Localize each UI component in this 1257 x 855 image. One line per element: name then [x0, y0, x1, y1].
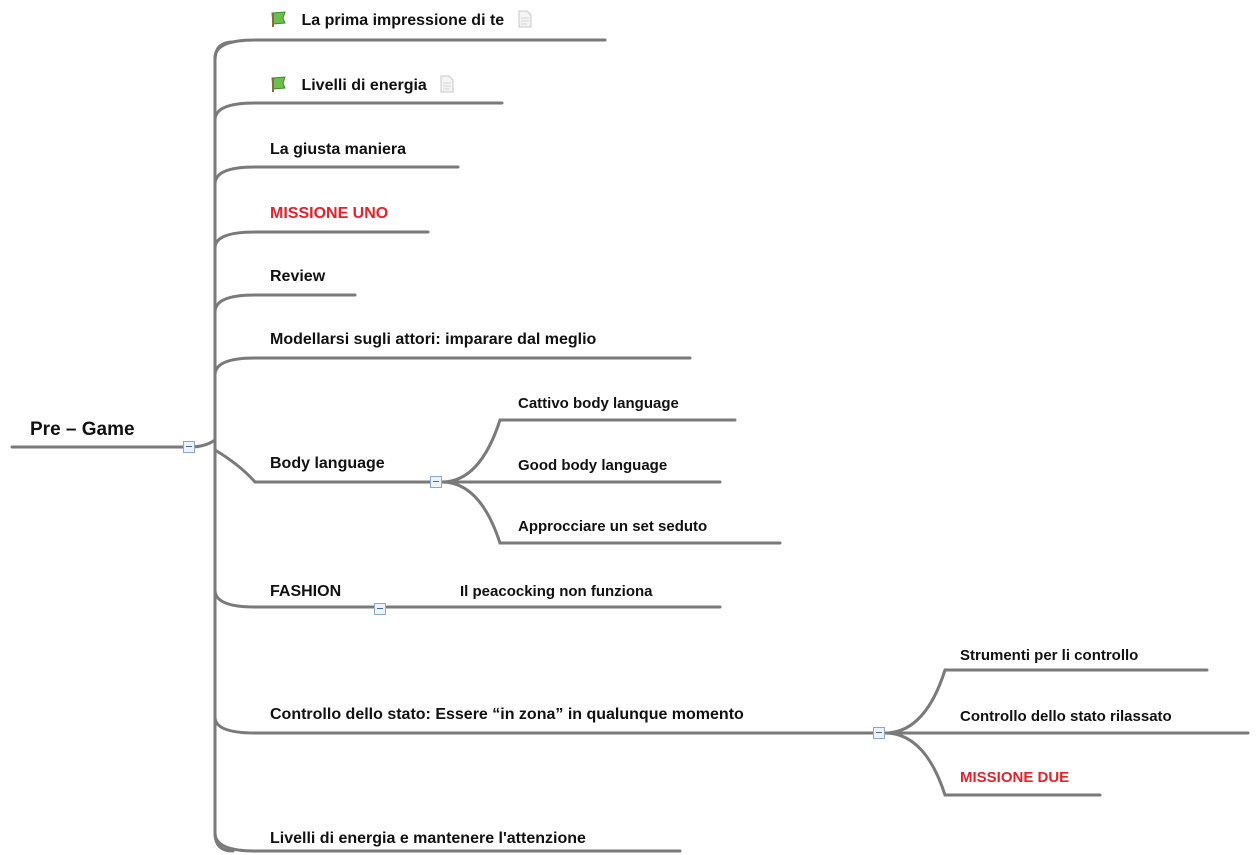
root-topic[interactable]: Pre – Game: [30, 419, 135, 441]
topic-label: Review: [270, 268, 326, 285]
topic-prima-impressione[interactable]: La prima impressione di te: [270, 10, 532, 34]
topic-label: La giusta maniera: [270, 141, 407, 158]
green-flag-icon: [270, 11, 288, 33]
root-topic-label: Pre – Game: [30, 419, 135, 440]
topic-label: Controllo dello stato: Essere “in zona” …: [270, 706, 744, 723]
subtopic-peacocking[interactable]: Il peacocking non funziona: [460, 582, 653, 602]
topic-label: MISSIONE UNO: [270, 205, 389, 222]
subtopic-cattivo-body-language[interactable]: Cattivo body language: [518, 394, 679, 414]
fashion-collapse-toggle[interactable]: [374, 603, 386, 615]
root-collapse-toggle[interactable]: [183, 441, 195, 453]
note-icon[interactable]: [518, 10, 532, 34]
green-flag-icon: [270, 76, 288, 98]
body-language-collapse-toggle[interactable]: [430, 476, 442, 488]
subtopic-approcciare-set-seduto[interactable]: Approcciare un set seduto: [518, 517, 707, 537]
topic-missione-uno[interactable]: MISSIONE UNO: [270, 204, 388, 224]
subtopic-label: Strumenti per li controllo: [960, 647, 1139, 664]
subtopic-label: Il peacocking non funziona: [460, 583, 653, 600]
subtopic-label: MISSIONE DUE: [960, 769, 1070, 786]
subtopic-label: Approcciare un set seduto: [518, 518, 708, 535]
topic-livelli-energia[interactable]: Livelli di energia: [270, 75, 454, 99]
topic-fashion[interactable]: FASHION: [270, 582, 341, 602]
topic-body-language[interactable]: Body language: [270, 454, 385, 474]
subtopic-label: Cattivo body language: [518, 395, 679, 412]
topic-label: Modellarsi sugli attori: imparare dal me…: [270, 331, 597, 348]
topic-label: FASHION: [270, 583, 342, 600]
subtopic-controllo-rilassato[interactable]: Controllo dello stato rilassato: [960, 707, 1172, 727]
subtopic-good-body-language[interactable]: Good body language: [518, 456, 667, 476]
topic-label: Livelli di energia e mantenere l'attenzi…: [270, 830, 586, 847]
subtopic-label: Good body language: [518, 457, 668, 474]
topic-label: La prima impressione di te: [301, 12, 505, 29]
topic-review[interactable]: Review: [270, 267, 325, 287]
subtopic-missione-due[interactable]: MISSIONE DUE: [960, 768, 1069, 788]
subtopic-strumenti-controllo[interactable]: Strumenti per li controllo: [960, 646, 1138, 666]
topic-modellarsi[interactable]: Modellarsi sugli attori: imparare dal me…: [270, 330, 596, 350]
topic-label: Body language: [270, 455, 385, 472]
subtopic-label: Controllo dello stato rilassato: [960, 708, 1172, 725]
topic-label: Livelli di energia: [301, 77, 427, 94]
note-icon[interactable]: [440, 75, 454, 99]
topic-controllo-stato[interactable]: Controllo dello stato: Essere “in zona” …: [270, 705, 744, 725]
controllo-stato-collapse-toggle[interactable]: [873, 727, 885, 739]
topic-livelli-energia-attenzione[interactable]: Livelli di energia e mantenere l'attenzi…: [270, 829, 586, 849]
topic-giusta-maniera[interactable]: La giusta maniera: [270, 140, 406, 160]
